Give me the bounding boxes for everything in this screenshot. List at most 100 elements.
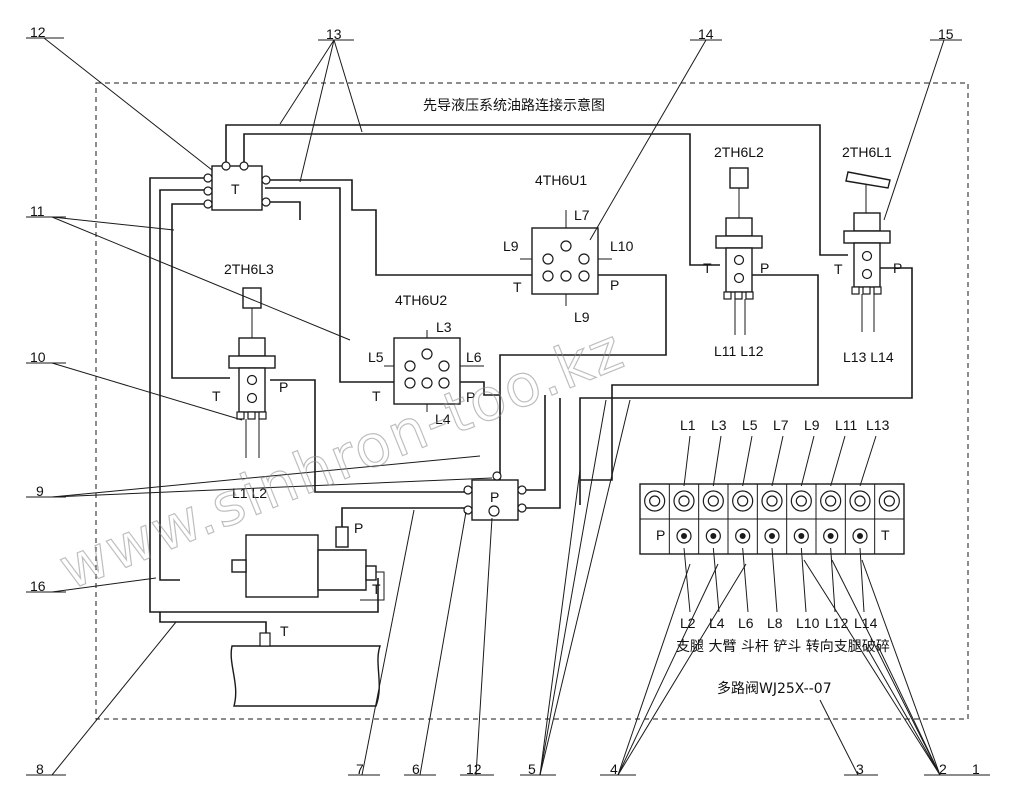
valve-2th6l1-name: 2TH6L1 [842, 144, 892, 160]
multiway-bottom-port-inner [857, 533, 863, 539]
multiway-top-leader [712, 435, 722, 487]
l1-port-t: T [834, 261, 843, 277]
u2-port-l5: L5 [368, 349, 384, 365]
callout-14: 14 [698, 26, 714, 42]
callout-12-top: 12 [30, 24, 46, 40]
multiway-top-port-inner [766, 495, 778, 507]
multiway-top-label: L1 [680, 417, 696, 433]
manifold-t-label: T [231, 181, 240, 197]
callout-16: 16 [30, 578, 46, 594]
callout-2: 2 [939, 761, 947, 777]
multiway-top-port-inner [854, 495, 866, 507]
multiway-bottom-leader [830, 547, 836, 613]
valve-2th6l2-name: 2TH6L2 [714, 144, 764, 160]
u2-port-l3: L3 [436, 319, 452, 335]
callout-12-bottom: 12 [466, 761, 482, 777]
valve-2th6l1: 2TH6L1 T P L13 L14 [834, 144, 902, 365]
multiway-top-label: L3 [711, 417, 727, 433]
l3-port-t: T [212, 388, 221, 404]
pump-assembly: P T [231, 508, 385, 601]
l3-port-p: P [279, 379, 288, 395]
pump-port-p: P [354, 520, 363, 536]
multiway-bottom-label: L14 [854, 615, 878, 631]
multiway-model: 多路阀WJ25X--07 [717, 680, 832, 697]
multiway-top-leader [683, 435, 691, 487]
u1-port-l9-left: L9 [503, 238, 519, 254]
multiway-top-port-inner [707, 495, 719, 507]
callout-3: 3 [856, 761, 864, 777]
valve-4th6u1: 4TH6U1 L7 L9 L10 T P L9 [503, 172, 634, 325]
callout-8: 8 [36, 761, 44, 777]
valve-2th6l3-name: 2TH6L3 [224, 261, 274, 277]
multiway-bottom-label: L4 [709, 615, 725, 631]
multiway-top-leader [830, 435, 846, 487]
multiway-top-port-inner [649, 495, 661, 507]
u2-port-t: T [372, 388, 381, 404]
valve-4th6u1-name: 4TH6U1 [535, 172, 587, 188]
callout-numbers: 1 2 3 4 5 6 7 8 9 10 11 12 13 14 15 16 1… [30, 24, 980, 777]
callout-15: 15 [938, 26, 954, 42]
multiway-top-label: L9 [804, 417, 820, 433]
manifold-block: T [203, 161, 271, 211]
l2-port-t: T [703, 260, 712, 276]
u1-port-l9-bottom: L9 [574, 309, 590, 325]
callout-1: 1 [972, 761, 980, 777]
block-p-label: P [490, 489, 499, 505]
u2-port-l6: L6 [466, 349, 482, 365]
multiway-bottom-leader [683, 547, 691, 613]
leader-lines [26, 37, 990, 776]
callout-13: 13 [326, 26, 342, 42]
u1-port-t: T [513, 279, 522, 295]
multiway-top-label: L13 [866, 417, 890, 433]
multiway-top-port-inner [883, 495, 895, 507]
multiway-bottom-leader [859, 547, 865, 613]
pipe-lines [149, 124, 913, 635]
u2-port-l4: L4 [435, 411, 451, 427]
multiway-bottom-leader [771, 547, 778, 613]
u1-port-l10: L10 [610, 238, 634, 254]
multiway-top-leader [771, 435, 784, 487]
multiway-top-leader [742, 435, 753, 487]
callout-11: 11 [30, 203, 45, 219]
l1-port-p: P [893, 260, 902, 276]
l2-port-p: P [760, 260, 769, 276]
callout-6: 6 [412, 761, 420, 777]
valve-2th6l3: 2TH6L3 T P L1 L2 [212, 261, 288, 501]
multiway-top-label: L11 [835, 417, 858, 433]
multiway-bottom-port-inner [827, 533, 834, 539]
pump-port-t: T [372, 581, 381, 597]
l2-lines: L11 L12 [714, 343, 764, 359]
multiway-bottom-port-inner [798, 533, 805, 539]
callout-10: 10 [30, 349, 46, 365]
multiway-p-label: P [656, 527, 665, 543]
callout-4: 4 [610, 761, 618, 777]
multiway-bottom-label: L6 [738, 615, 754, 631]
multiway-top-leader [859, 435, 877, 487]
multiway-top-label: L5 [742, 417, 758, 433]
valve-2th6l2: 2TH6L2 T P L11 L12 [703, 144, 769, 359]
multiway-top-port-inner [825, 495, 837, 507]
frame-border [95, 82, 969, 720]
callout-5: 5 [528, 761, 536, 777]
diagram-title: 先导液压系统油路连接示意图 [423, 97, 605, 114]
multiway-t-label: T [881, 527, 890, 543]
multiway-top-port-inner [678, 495, 690, 507]
callout-9: 9 [36, 483, 44, 499]
multiway-bottom-port-inner [739, 533, 746, 539]
multiway-bottom-leader [712, 547, 720, 613]
tank-port-t: T [280, 623, 289, 639]
oil-tank: T [230, 623, 381, 707]
multiway-top-port-inner [737, 495, 749, 507]
callout-7: 7 [356, 761, 364, 777]
u1-port-p: P [610, 277, 619, 293]
valve-4th6u2: 4TH6U2 L3 L5 L6 T P L4 [368, 292, 484, 427]
multiway-bottom-port-inner [769, 533, 775, 539]
multiway-top-label: L7 [773, 417, 789, 433]
l1-lines: L13 L14 [843, 349, 894, 365]
multiway-bottom-label: L12 [825, 615, 849, 631]
multiway-bottom-label: L8 [767, 615, 783, 631]
multiway-bottom-port-inner [681, 533, 687, 539]
valve-4th6u2-name: 4TH6U2 [395, 292, 447, 308]
